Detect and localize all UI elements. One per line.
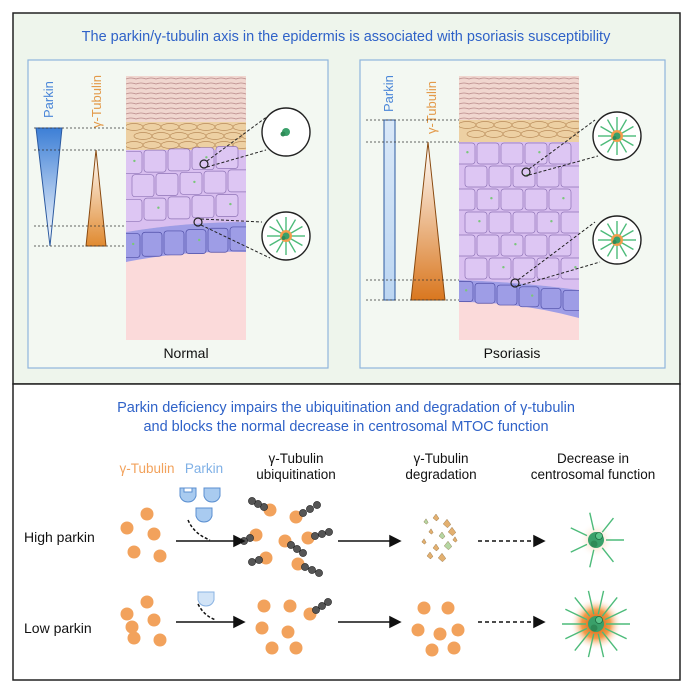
tubulin-not-degraded-low bbox=[411, 601, 465, 657]
bottom-title-line1: Parkin deficiency impairs the ubiquitina… bbox=[117, 400, 575, 416]
process-arrows bbox=[176, 519, 546, 629]
parkin-bar-psoriasis bbox=[383, 119, 396, 301]
header-degradation-line2: degradation bbox=[405, 467, 476, 482]
header-ubiquitination-line1: γ-Tubulin bbox=[268, 451, 323, 466]
tubulin-cluster-high bbox=[120, 507, 167, 563]
tubulin-label-normal: γ-Tubulin bbox=[89, 75, 104, 128]
parkin-label-normal: Parkin bbox=[41, 81, 56, 118]
top-title: The parkin/γ-tubulin axis in the epiderm… bbox=[82, 29, 611, 45]
header-decrease-line1: Decrease in bbox=[557, 451, 629, 466]
psoriasis-panel: Parkin γ-Tubulin Psoriasis bbox=[359, 59, 666, 369]
parkin-molecule-low bbox=[197, 591, 215, 607]
caption-psoriasis: Psoriasis bbox=[484, 345, 541, 361]
ubiquitinated-tubulin-low bbox=[255, 598, 332, 655]
centrosome-reduced-high-parkin bbox=[570, 512, 624, 568]
ubiquitinated-tubulin-high bbox=[240, 497, 333, 577]
degraded-tubulin-fragments-high bbox=[421, 513, 458, 563]
row-label-low-parkin: Low parkin bbox=[24, 620, 92, 636]
header-decrease-line2: centrosomal function bbox=[531, 467, 656, 482]
bottom-title-line2: and blocks the normal decrease in centro… bbox=[143, 419, 548, 435]
tubulin-cluster-low bbox=[120, 595, 167, 647]
parkin-molecules-high bbox=[179, 487, 221, 523]
header-ubiquitination-line2: ubiquitination bbox=[256, 467, 336, 482]
parkin-gradient-normal bbox=[35, 127, 63, 247]
legend-tubulin: γ-Tubulin bbox=[119, 461, 174, 476]
centrosome-active-low-parkin bbox=[562, 590, 630, 658]
parkin-label-psoriasis: Parkin bbox=[381, 75, 396, 112]
tubulin-label-psoriasis: γ-Tubulin bbox=[424, 81, 439, 134]
legend-parkin: Parkin bbox=[185, 461, 223, 476]
normal-epidermis-section bbox=[126, 76, 246, 340]
normal-panel: Parkin γ-Tubulin Normal bbox=[27, 59, 329, 369]
header-degradation-line1: γ-Tubulin bbox=[413, 451, 468, 466]
psoriasis-epidermis-section bbox=[459, 76, 579, 340]
row-label-high-parkin: High parkin bbox=[24, 529, 95, 545]
caption-normal: Normal bbox=[163, 345, 208, 361]
